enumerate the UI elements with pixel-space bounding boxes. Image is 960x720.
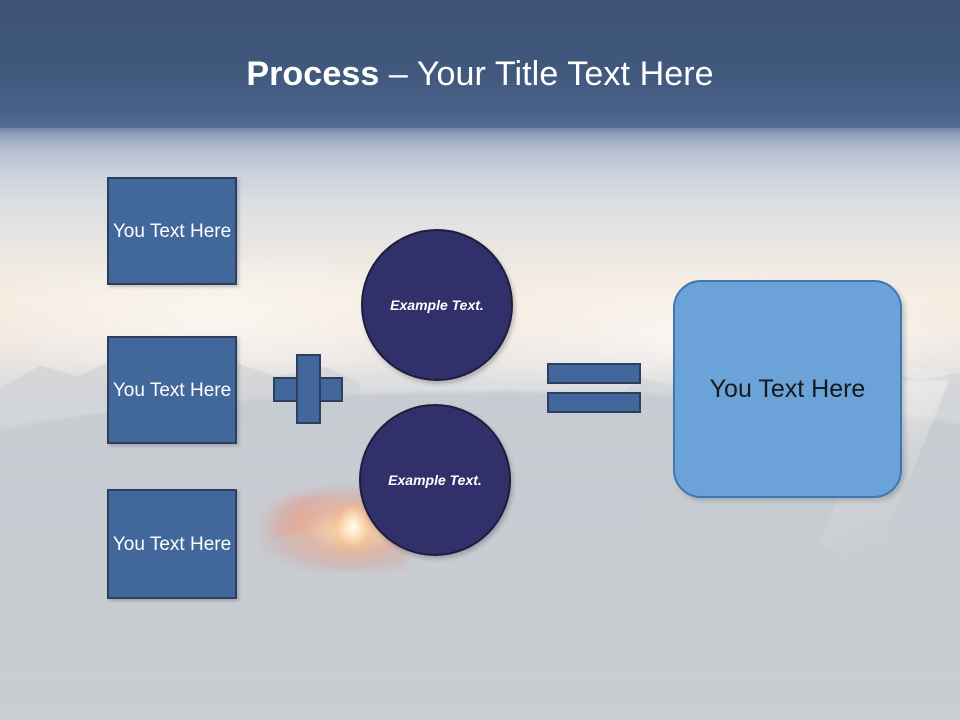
input-box-1[interactable]: You Text Here: [107, 177, 237, 285]
circle-node-2-label: Example Text.: [388, 472, 482, 488]
input-box-2-label: You Text Here: [112, 379, 232, 401]
result-box[interactable]: You Text Here: [673, 280, 902, 498]
plus-icon: [273, 354, 343, 424]
result-box-label: You Text Here: [709, 375, 866, 403]
input-box-1-label: You Text Here: [112, 220, 232, 242]
equals-icon: [547, 363, 641, 413]
title-band: [0, 0, 960, 128]
circle-node-1-label: Example Text.: [390, 297, 484, 313]
input-box-2[interactable]: You Text Here: [107, 336, 237, 444]
equals-icon-bottom-bar: [547, 392, 641, 413]
page-title: Process – Your Title Text Here: [0, 52, 960, 96]
input-box-3[interactable]: You Text Here: [107, 489, 237, 599]
page-title-rest: – Your Title Text Here: [379, 55, 714, 93]
circle-node-2[interactable]: Example Text.: [359, 404, 511, 556]
equals-icon-top-bar: [547, 363, 641, 384]
circle-node-1[interactable]: Example Text.: [361, 229, 513, 381]
page-title-strong: Process: [246, 55, 380, 93]
input-box-3-label: You Text Here: [112, 533, 232, 555]
plus-icon-center-patch: [298, 379, 319, 400]
